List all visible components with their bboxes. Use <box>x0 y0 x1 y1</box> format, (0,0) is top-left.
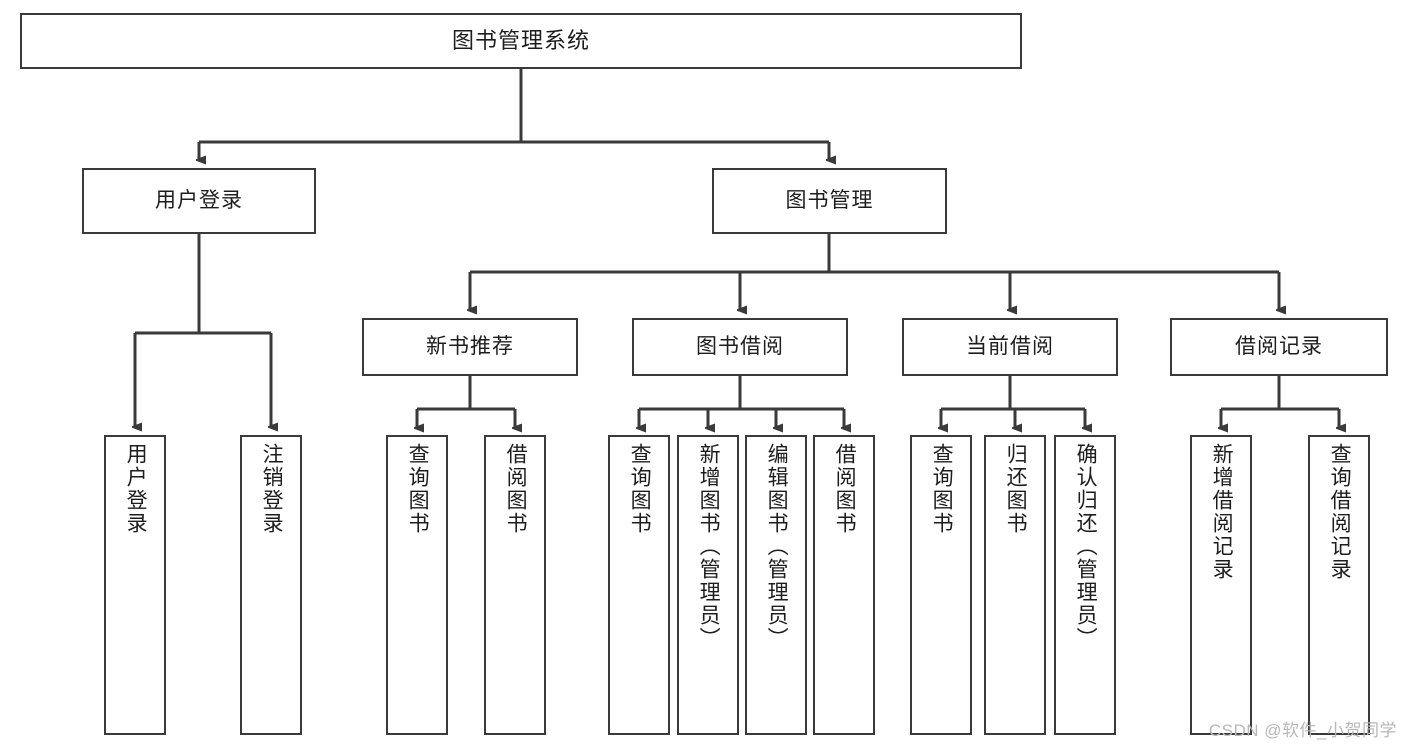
node-user-login[interactable]: 用户登录 <box>82 168 316 234</box>
node-leaf-label: 注销登录 <box>260 443 284 535</box>
node-leaf-label: 归还图书 <box>1004 443 1028 535</box>
node-borrow-records[interactable]: 借阅记录 <box>1170 318 1388 376</box>
node-leaf[interactable]: 用户登录 <box>104 435 166 735</box>
node-leaf-label: 查询图书 <box>628 443 652 535</box>
node-leaf[interactable]: 归还图书 <box>984 435 1046 735</box>
node-leaf[interactable]: 新增借阅记录 <box>1190 435 1252 735</box>
node-leaf-label: 借阅图书 <box>833 443 857 535</box>
node-leaf[interactable]: 借阅图书 <box>484 435 546 735</box>
node-root-label: 图书管理系统 <box>451 27 590 53</box>
node-leaf[interactable]: 确认归还（管理员） <box>1054 435 1116 735</box>
node-leaf-label: 用户登录 <box>124 443 148 535</box>
node-leaf-label: 查询借阅记录 <box>1328 443 1352 581</box>
node-new-book-recommend-label: 新书推荐 <box>426 335 514 359</box>
node-current-borrow[interactable]: 当前借阅 <box>902 318 1118 376</box>
node-leaf-label: 查询图书 <box>930 443 954 535</box>
csdn-watermark: CSDN @软件_小贺同学 <box>1208 721 1397 740</box>
node-leaf[interactable]: 注销登录 <box>240 435 302 735</box>
node-leaf[interactable]: 查询图书 <box>386 435 448 735</box>
node-root-system[interactable]: 图书管理系统 <box>20 13 1022 69</box>
node-borrow-records-label: 借阅记录 <box>1235 335 1323 359</box>
node-book-borrow[interactable]: 图书借阅 <box>632 318 848 376</box>
node-leaf[interactable]: 查询图书 <box>608 435 670 735</box>
node-leaf-label: 新增图书（管理员） <box>697 443 721 650</box>
node-leaf[interactable]: 查询图书 <box>910 435 972 735</box>
node-book-management[interactable]: 图书管理 <box>712 168 947 234</box>
node-leaf-label: 确认归还（管理员） <box>1074 443 1098 650</box>
node-book-borrow-label: 图书借阅 <box>696 335 784 359</box>
node-leaf[interactable]: 编辑图书（管理员） <box>745 435 807 735</box>
node-leaf[interactable]: 新增图书（管理员） <box>677 435 739 735</box>
node-leaf[interactable]: 借阅图书 <box>813 435 875 735</box>
node-leaf[interactable]: 查询借阅记录 <box>1308 435 1370 735</box>
node-user-login-label: 用户登录 <box>155 189 243 213</box>
node-leaf-label: 新增借阅记录 <box>1210 443 1234 581</box>
node-current-borrow-label: 当前借阅 <box>966 335 1054 359</box>
node-book-management-label: 图书管理 <box>785 189 874 213</box>
node-leaf-label: 查询图书 <box>406 443 430 535</box>
node-leaf-label: 编辑图书（管理员） <box>765 443 789 650</box>
node-new-book-recommend[interactable]: 新书推荐 <box>362 318 578 376</box>
node-leaf-label: 借阅图书 <box>504 443 528 535</box>
